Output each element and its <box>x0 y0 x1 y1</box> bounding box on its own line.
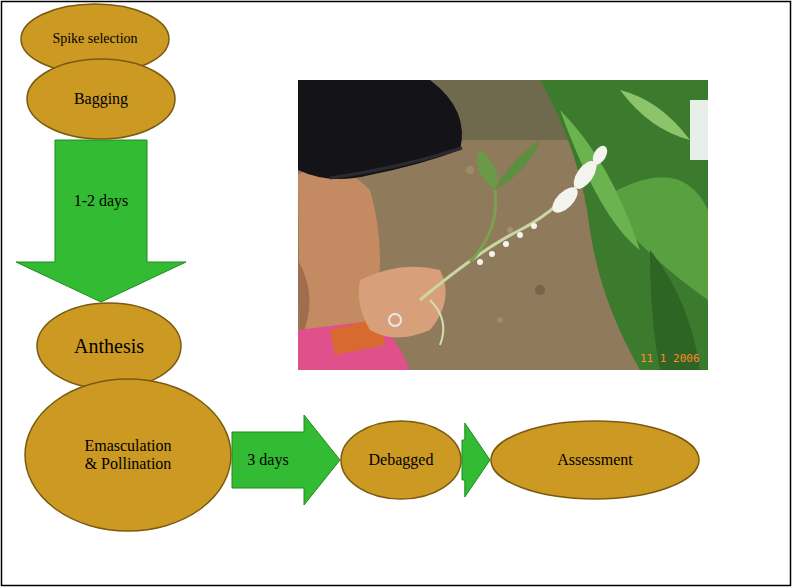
node-label: Emasculation & Pollination <box>84 437 171 474</box>
edge-label: 1-2 days <box>72 192 131 210</box>
node-label: Debagged <box>369 451 434 469</box>
ellipse-shape <box>27 59 175 139</box>
ellipse-node: Debagged <box>340 420 462 500</box>
node-label: Anthesis <box>74 335 144 358</box>
block-arrow <box>462 423 490 497</box>
photo <box>298 80 708 370</box>
ellipse-node: Assessment <box>490 420 700 500</box>
date-stamp: 11 1 2006 <box>640 352 700 365</box>
ellipse-shape <box>25 379 231 531</box>
ellipse-node: Bagging <box>26 58 176 140</box>
ellipse-shape <box>37 303 181 389</box>
ellipse-shape <box>341 421 461 499</box>
ellipse-node: Anthesis <box>36 302 182 390</box>
ellipse-shape <box>491 421 699 499</box>
ellipse-node: Emasculation & Pollination <box>24 378 232 532</box>
node-label: Bagging <box>74 90 128 108</box>
block-arrow <box>232 415 340 505</box>
node-label: Assessment <box>557 451 633 469</box>
node-label: Spike selection <box>52 31 137 47</box>
block-arrow <box>16 140 186 302</box>
edge-label: 3 days <box>245 451 290 469</box>
